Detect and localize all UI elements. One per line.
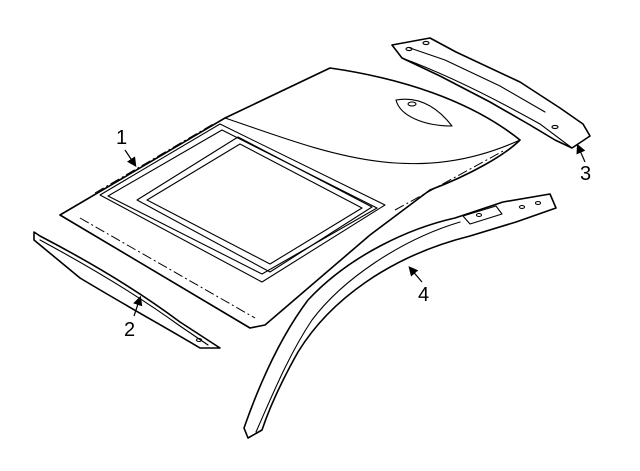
roof-rail-left	[33, 231, 221, 349]
callout-3-label: 3	[580, 163, 592, 185]
callout-3-leader	[576, 143, 586, 163]
rear-roof-bow	[391, 37, 591, 149]
callout-2-leader	[133, 295, 143, 317]
roof-panel	[59, 67, 521, 329]
callout-1-label: 1	[116, 127, 128, 149]
roof-rail-right	[243, 193, 557, 439]
callout-4-label: 4	[418, 284, 430, 306]
callout-2-label: 2	[124, 319, 136, 341]
callout-1-leader	[124, 149, 137, 167]
callout-4-leader	[408, 266, 423, 283]
